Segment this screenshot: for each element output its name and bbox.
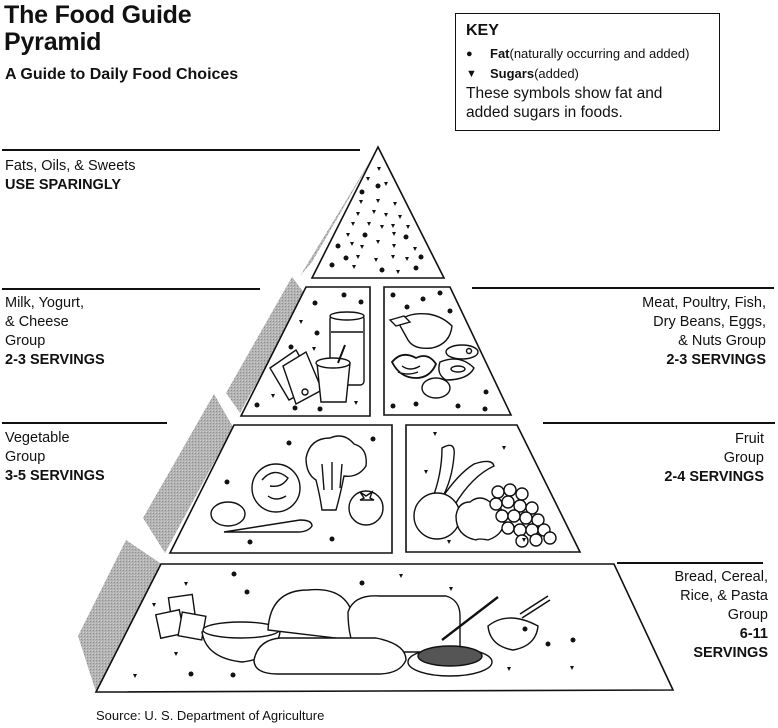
label-fats-name: Fats, Oils, & Sweets <box>5 158 136 174</box>
label-fruit: Fruit Group 2-4 SERVINGS <box>664 430 764 487</box>
title-line-2: Pyramid <box>4 28 102 56</box>
divider-bread <box>617 562 763 564</box>
label-bread-line-1: Bread, Cereal, <box>674 569 769 585</box>
markers-meat <box>390 290 489 412</box>
label-bread-servings-word: SERVINGS <box>693 645 768 661</box>
orange-icon <box>413 492 461 540</box>
key-item-sugar: ▼ Sugars (added) <box>466 64 709 84</box>
markers-fats <box>329 167 424 274</box>
milk-foods-illustration <box>269 311 365 406</box>
label-bread-servings-count: 6-11 <box>739 626 768 642</box>
label-vegetable-line-1: Vegetable <box>5 430 70 446</box>
lettuce-icon <box>251 463 301 513</box>
sugar-triangle-icon: ▼ <box>466 68 477 80</box>
page-title: The Food Guide Pyramid <box>4 1 192 56</box>
fruit-foods-illustration <box>413 444 557 548</box>
shade-tier-top <box>300 148 378 276</box>
title-line-1: The Food Guide <box>4 1 192 29</box>
vegetable-foods-illustration <box>210 435 384 533</box>
steak-icon <box>438 358 475 381</box>
key-note-line-1: These symbols show fat and <box>466 85 663 102</box>
shade-tier-veg <box>143 394 233 553</box>
divider-milk <box>2 288 260 290</box>
label-fruit-line-2: Group <box>723 450 764 466</box>
egg-icon <box>421 377 451 399</box>
label-vegetable: Vegetable Group 3-5 SERVINGS <box>5 429 105 486</box>
label-meat-servings: 2-3 SERVINGS <box>666 352 766 368</box>
label-meat: Meat, Poultry, Fish, Dry Beans, Eggs, & … <box>642 294 766 370</box>
key-item-sugar-label: Sugars <box>490 66 535 81</box>
label-meat-line-2: Dry Beans, Eggs, <box>653 314 766 330</box>
crackers-icon <box>154 593 207 641</box>
key-title: KEY <box>466 22 499 39</box>
label-bread-line-2: Rice, & Pasta <box>680 588 768 604</box>
page-subtitle: A Guide to Daily Food Choices <box>5 66 239 83</box>
shade-tier-milk <box>226 277 305 413</box>
label-vegetable-servings: 3-5 SERVINGS <box>5 468 105 484</box>
meat-foods-illustration <box>388 312 479 399</box>
key-item-fat: ● Fat (naturally occurring and added) <box>466 44 709 64</box>
fish-icon <box>445 344 479 360</box>
label-milk-servings: 2-3 SERVINGS <box>5 352 105 368</box>
label-fats: Fats, Oils, & Sweets USE SPARINGLY <box>5 157 136 195</box>
label-milk-line-3: Group <box>5 333 46 349</box>
label-bread-line-3: Group <box>727 607 768 623</box>
cheese-icon <box>269 348 323 406</box>
divider-fruit <box>543 422 775 424</box>
beans-icon <box>390 353 438 379</box>
label-milk: Milk, Yogurt, & Cheese Group 2-3 SERVING… <box>5 294 105 370</box>
markers-bread <box>133 571 576 678</box>
divider-vegetable <box>2 422 167 424</box>
baguette-icon <box>253 637 407 675</box>
label-meat-line-3: & Nuts Group <box>678 333 766 349</box>
rice-bowl-icon <box>487 595 551 651</box>
shade-tier-bread <box>78 540 163 692</box>
fat-dot-icon: ● <box>466 48 473 60</box>
key-note-line-2: added sugars in foods. <box>466 104 623 121</box>
carrot-icon <box>223 519 313 533</box>
potato-icon <box>210 501 246 527</box>
key-item-sugar-desc: (added) <box>534 66 579 81</box>
label-fats-servings: USE SPARINGLY <box>5 177 122 193</box>
label-milk-line-1: Milk, Yogurt, <box>5 295 84 311</box>
key-note: These symbols show fat and added sugars … <box>466 84 709 122</box>
label-fruit-servings: 2-4 SERVINGS <box>664 469 764 485</box>
divider-fats <box>2 149 360 151</box>
bread-foods-illustration <box>154 588 551 677</box>
label-vegetable-line-2: Group <box>5 449 46 465</box>
label-meat-line-1: Meat, Poultry, Fish, <box>642 295 766 311</box>
spaghetti-plate-icon <box>407 596 499 677</box>
broccoli-icon <box>305 435 367 511</box>
yogurt-cup-icon <box>315 344 351 403</box>
chicken-icon <box>388 312 453 350</box>
key-item-fat-label: Fat <box>490 46 510 61</box>
grapes-icon <box>489 483 557 548</box>
key-item-fat-desc: (naturally occurring and added) <box>509 46 690 61</box>
source-credit: Source: U. S. Department of Agriculture <box>96 708 325 723</box>
label-fruit-line-1: Fruit <box>735 431 764 447</box>
label-bread: Bread, Cereal, Rice, & Pasta Group 6-11 … <box>675 568 769 663</box>
tier-fats <box>310 145 446 279</box>
label-milk-line-2: & Cheese <box>5 314 69 330</box>
markers-fruit <box>424 432 526 544</box>
markers-vegetable <box>224 436 376 545</box>
markers-milk <box>254 292 364 412</box>
tomato-icon <box>348 490 384 526</box>
divider-meat <box>472 287 774 289</box>
key-box: KEY ● Fat (naturally occurring and added… <box>455 13 720 131</box>
